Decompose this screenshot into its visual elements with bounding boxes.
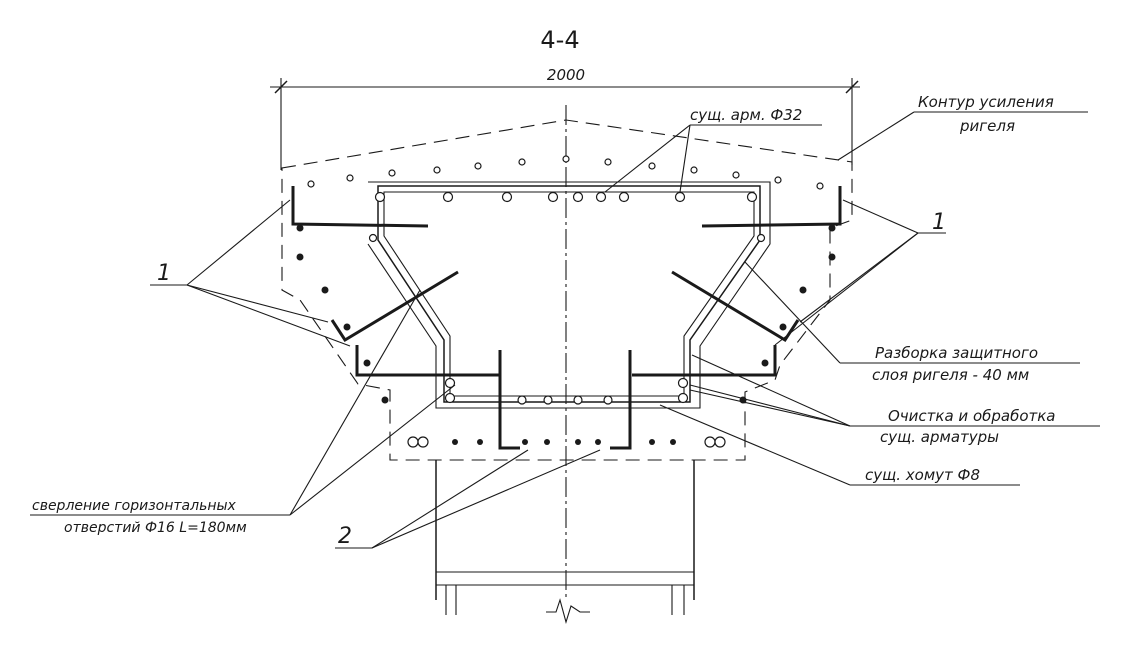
section-title: 4-4	[540, 26, 579, 54]
dimension-value: 2000	[547, 66, 585, 84]
leader-lines	[30, 111, 1100, 549]
existing-rebars	[368, 191, 766, 448]
dimension-line	[270, 78, 860, 170]
cleaning-label-line1: Очистка и обработка	[888, 407, 1056, 425]
contour-label-line1: Контур усиления	[918, 93, 1054, 111]
strengthening-contour	[281, 119, 853, 461]
rebar-cage	[383, 191, 755, 397]
callout-1-right: 1	[932, 210, 946, 235]
existing-beam	[377, 185, 761, 403]
stirrup-label: сущ. хомут Ф8	[865, 466, 980, 484]
drilling-label-line1: сверление горизонтальных	[32, 498, 237, 514]
anchor-rebars	[291, 186, 842, 450]
cleaning-label-line2: сущ. арматуры	[880, 428, 999, 446]
new-rebar-dots	[296, 155, 836, 445]
drilling-label-line2: отверстий Ф16 L=180мм	[64, 520, 247, 536]
callout-1-left: 1	[157, 261, 171, 286]
existing-rebar-label: сущ. арм. Ф32	[690, 106, 802, 124]
dismantle-label-line2: слоя ригеля - 40 мм	[872, 366, 1029, 384]
protective-layer-outline	[367, 181, 771, 409]
dismantle-label-line1: Разборка защитного	[875, 344, 1038, 362]
callout-2: 2	[338, 524, 352, 549]
contour-label-line2: ригеля	[959, 117, 1015, 135]
column	[435, 460, 695, 624]
